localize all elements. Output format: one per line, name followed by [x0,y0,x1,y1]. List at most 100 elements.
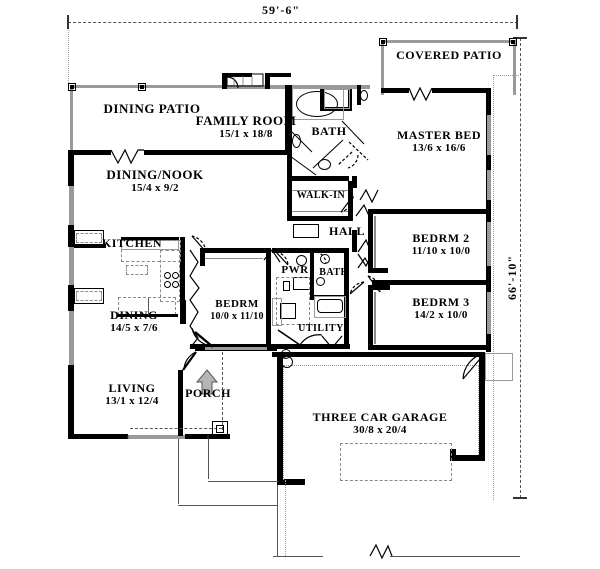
room-label-garage: THREE CAR GARAGE 30/8 x 20/4 [312,410,448,437]
room-label-dining-patio: DINING PATIO [103,101,201,116]
room-label-bedroom-4: BEDRM 10/0 x 11/10 [210,298,264,322]
covered-patio-wall-right [513,40,516,95]
bath-south-wall [287,176,349,181]
foundation-right-edge [277,485,278,556]
family-room-top-wall-b [222,73,252,77]
patio-wall-left [70,85,73,153]
powder-sink-icon [296,255,307,266]
garage-service-door-swing [485,353,513,381]
shower-stall-icon [324,89,350,109]
powder-north-wall [272,248,348,253]
room-label-kitchen: KITCHEN [101,236,163,250]
top-dim-tick-left [67,15,69,29]
utility-counter-icon [276,277,310,325]
master-toilet-icon [360,90,368,101]
porch-column-post [212,421,228,437]
top-dimension-line [68,22,518,23]
hall-bath-tub-icon [314,296,346,318]
garage-slab-left [283,365,284,480]
garage-step-wall [450,449,456,459]
room-label-bedroom-2: BEDRM 2 11/10 x 10/0 [411,231,471,258]
wall-nub-left-upper [74,244,106,248]
master-bed-west-wall [352,176,357,188]
cooktop-burner-4 [172,281,179,288]
porch-edge-bottom [130,428,222,429]
dining-patio-south-wall-b [144,150,288,155]
porch-column-post-inner [216,425,224,433]
patio-post-cp-right [509,38,517,46]
kitchen-peninsula [160,250,180,302]
bedroom3-south-wall [368,345,491,350]
room-label-porch: PORCH [185,386,231,400]
bedrm4-east-wall [266,248,271,348]
overhang-line-right [493,75,494,500]
room-label-master-bath: BATH [311,124,347,138]
family-room-top-wall-hatch [222,85,288,89]
master-sink-right-icon [318,159,331,170]
family-room-top-wall-a [222,73,227,89]
corridor-east-wall [352,230,357,252]
room-label-hall-bath: BATH [319,267,349,278]
master-bed-east-wall-hatch2 [487,170,491,200]
covered-patio-wall-top [381,40,516,43]
room-label-dining: DINING 14/5 x 7/6 [110,308,158,335]
bedroom2-north-wall [368,209,490,214]
room-label-living: LIVING 13/1 x 12/4 [105,381,159,408]
bedroom3-closet-wall [368,285,373,347]
walkin-shelf [292,190,348,191]
kitchen-counter-run [121,240,181,262]
foundation-line-1 [178,439,179,504]
patio-wall-top [70,85,288,88]
bedroom3-east-hatch [487,292,491,334]
garage-west-wall [277,352,283,484]
utility-shelf-icon [272,298,282,326]
bathtub-icon [296,91,338,117]
patio-post-cp-left-in [381,40,385,44]
family-room-top-wall-d [265,73,270,89]
top-dim-tick-right [516,15,518,29]
bedrm4-north-wall [200,248,270,253]
window-left-upper-sash [76,233,102,243]
left-exterior-wall-a [68,152,74,186]
garage-south-wall-b [450,455,485,461]
garage-slab-top [283,365,479,366]
powder-east-wall [344,248,349,346]
room-label-powder: PWR [281,264,309,276]
left-exterior-wall-c [68,285,74,311]
living-south-wall-a [68,434,128,439]
patio-post-ne [138,83,146,91]
right-dimension-line [520,38,521,498]
patio-post-nw [68,83,76,91]
bath-toilet-wall [357,85,361,105]
kitchen-island [126,265,148,275]
covered-patio-wall-left [381,40,384,95]
walkin-west-wall [287,181,292,221]
bedroom2-east-hatch [487,222,491,266]
bath-top-wall-hatch [290,85,370,89]
dining-patio-south-wall-a [68,150,111,155]
room-label-family-room: FAMILY ROOM 15/1 x 18/8 [195,113,297,141]
walkin-shelf-2 [292,211,348,212]
powder-bath-divider [310,252,314,300]
room-label-dining-nook: DINING/NOOK 15/4 x 9/2 [106,167,204,195]
room-label-bedroom-3: BEDRM 3 14/2 x 10/0 [412,295,470,322]
kitchen-cab-divider [148,298,149,315]
powder-toilet-icon [283,281,290,291]
hall-bath-tub-basin [317,299,343,313]
living-east-wall [178,370,183,436]
bedrm4-closet-shelf [205,258,263,259]
master-bed-north-wall-a [381,88,409,93]
foundation-line-2 [208,439,209,479]
overall-depth-dimension: 66'-10" [505,255,519,300]
water-heater-icon [280,303,296,319]
patio-post-cp-right-in [511,40,515,44]
bath-east-wall-upper [348,89,352,111]
garage-south-wall-a [277,479,305,485]
left-exterior-wall-b [68,225,74,247]
utility-sink-icon [281,349,291,359]
bedroom3-north-wall [372,280,490,285]
kitchen-east-wall [180,237,185,303]
cooktop-burner-1 [164,272,171,279]
right-dim-tick-top [513,37,527,39]
